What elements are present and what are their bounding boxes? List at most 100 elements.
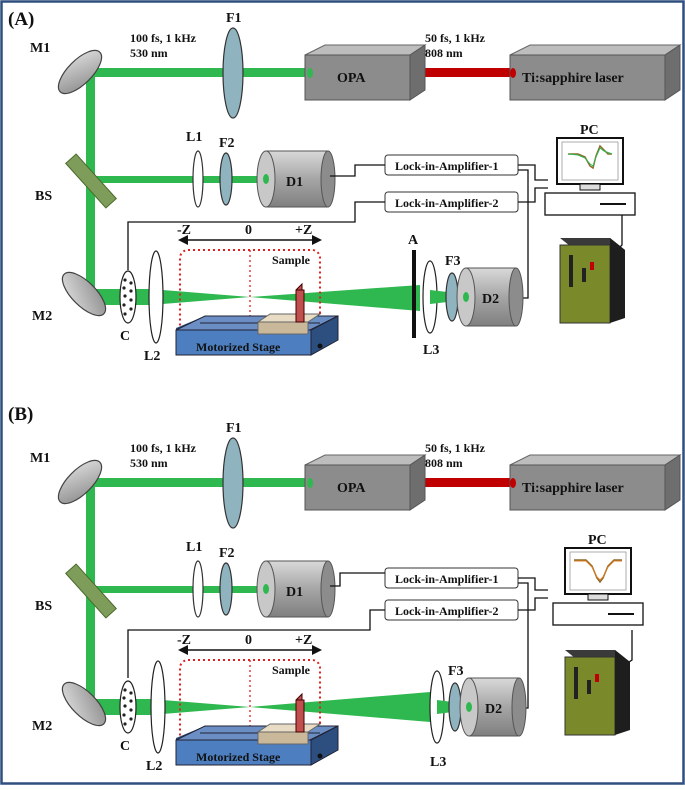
green-beam <box>86 68 420 311</box>
label-m2: M2 <box>32 309 52 324</box>
label-sample: Sample <box>272 253 311 267</box>
mirror-m2 <box>61 681 107 727</box>
label-plus-z: +Z <box>295 633 312 648</box>
motorized-stage: Motorized Stage <box>175 282 339 356</box>
wiring <box>127 572 633 709</box>
power-tower <box>564 650 630 736</box>
label-l3: L3 <box>430 755 446 770</box>
red-beam <box>412 68 512 77</box>
laser-box: Ti:sapphire laser <box>509 44 682 101</box>
label-f2: F2 <box>219 546 235 561</box>
laser-label: Ti:sapphire laser <box>522 71 624 86</box>
mirror-m1 <box>57 459 103 505</box>
label-zero: 0 <box>245 633 252 648</box>
lia2-label: Lock-in-Amplifier-2 <box>395 604 499 618</box>
lens-l2 <box>150 660 166 754</box>
label-zero: 0 <box>245 223 252 238</box>
beam2-spec-1: 50 fs, 1 kHz <box>425 441 486 455</box>
beam-splitter <box>65 153 117 209</box>
label-bs: BS <box>35 599 52 614</box>
z-scan-axis: -Z 0 +Z <box>177 223 322 245</box>
label-c: C <box>120 739 130 754</box>
label-l2: L2 <box>144 349 160 364</box>
beam1-spec-2: 530 nm <box>130 456 168 470</box>
detector-d2: D2 <box>456 267 524 327</box>
stage-label: Motorized Stage <box>196 750 281 764</box>
mirror-m2 <box>61 271 107 317</box>
detector-d1: D1 <box>256 150 336 208</box>
label-m2: M2 <box>32 719 52 734</box>
z-scan-axis: -Z 0 +Z <box>177 633 322 655</box>
lia2-label: Lock-in-Amplifier-2 <box>395 196 499 210</box>
panel-label: (A) <box>8 9 34 30</box>
filter-f3 <box>448 682 462 732</box>
label-d1: D1 <box>286 585 303 600</box>
pc-plot-fit <box>567 147 613 167</box>
beam2-spec-1: 50 fs, 1 kHz <box>425 31 486 45</box>
label-f1: F1 <box>226 421 242 436</box>
chopper-c: C <box>119 680 137 754</box>
label-bs: BS <box>35 189 52 204</box>
label-l1: L1 <box>186 540 202 555</box>
label-f1: F1 <box>226 11 242 26</box>
power-tower <box>559 238 625 324</box>
label-f3: F3 <box>448 664 464 679</box>
pc-plot-fit <box>574 560 622 581</box>
filter-f1 <box>222 27 244 119</box>
lens-l1 <box>192 150 204 208</box>
filter-f3 <box>445 272 459 322</box>
label-l3: L3 <box>423 343 439 358</box>
panel-b: (B) M1 BS M2 F1 100 fs, 1 kHz 530 nm 50 … <box>8 404 682 774</box>
label-a: A <box>408 233 419 248</box>
opa-box: OPA <box>304 454 427 511</box>
beam1-spec-1: 100 fs, 1 kHz <box>130 31 197 45</box>
label-d2: D2 <box>482 292 499 307</box>
chopper-c: C <box>119 270 137 344</box>
beam-splitter <box>65 563 117 619</box>
pc-plot-trace <box>574 559 622 584</box>
opa-box: OPA <box>304 44 427 101</box>
beam1-spec-1: 100 fs, 1 kHz <box>130 441 197 455</box>
red-beam <box>412 478 512 487</box>
detector-d1: D1 <box>256 560 336 618</box>
label-sample: Sample <box>272 663 311 677</box>
label-f2: F2 <box>219 136 235 151</box>
pc: PC <box>552 533 644 626</box>
label-l1: L1 <box>186 130 202 145</box>
label-plus-z: +Z <box>295 223 312 238</box>
label-pc: PC <box>580 123 599 138</box>
opa-label: OPA <box>337 71 366 86</box>
panel-a: (A) M1 BS M2 F1 100 fs, 1 kHz 530 nm 50 … <box>8 9 682 364</box>
label-d1: D1 <box>286 175 303 190</box>
label-c: C <box>120 329 130 344</box>
lens-l1 <box>192 560 204 618</box>
filter-f1 <box>222 437 244 529</box>
lia1-label: Lock-in-Amplifier-1 <box>395 572 499 586</box>
label-m1: M1 <box>30 41 50 56</box>
aperture-a <box>412 250 416 338</box>
filter-f2 <box>219 152 233 206</box>
panel-label: (B) <box>8 404 33 425</box>
beam2-spec-2: 808 nm <box>425 46 463 60</box>
label-f3: F3 <box>445 254 461 269</box>
motorized-stage: Motorized Stage <box>175 692 339 766</box>
lens-l2 <box>148 250 164 344</box>
stage-label: Motorized Stage <box>196 340 281 354</box>
laser-box: Ti:sapphire laser <box>509 454 682 511</box>
lia1-label: Lock-in-Amplifier-1 <box>395 159 499 173</box>
label-l2: L2 <box>146 759 162 774</box>
beam1-spec-2: 530 nm <box>130 46 168 60</box>
opa-label: OPA <box>337 481 366 496</box>
label-pc: PC <box>588 533 607 548</box>
mirror-m1 <box>57 49 103 95</box>
detector-d2: D2 <box>459 677 527 737</box>
filter-f2 <box>219 562 233 616</box>
pc: PC <box>544 123 636 216</box>
label-minus-z: -Z <box>177 633 191 648</box>
label-minus-z: -Z <box>177 223 191 238</box>
laser-label: Ti:sapphire laser <box>522 481 624 496</box>
label-m1: M1 <box>30 451 50 466</box>
